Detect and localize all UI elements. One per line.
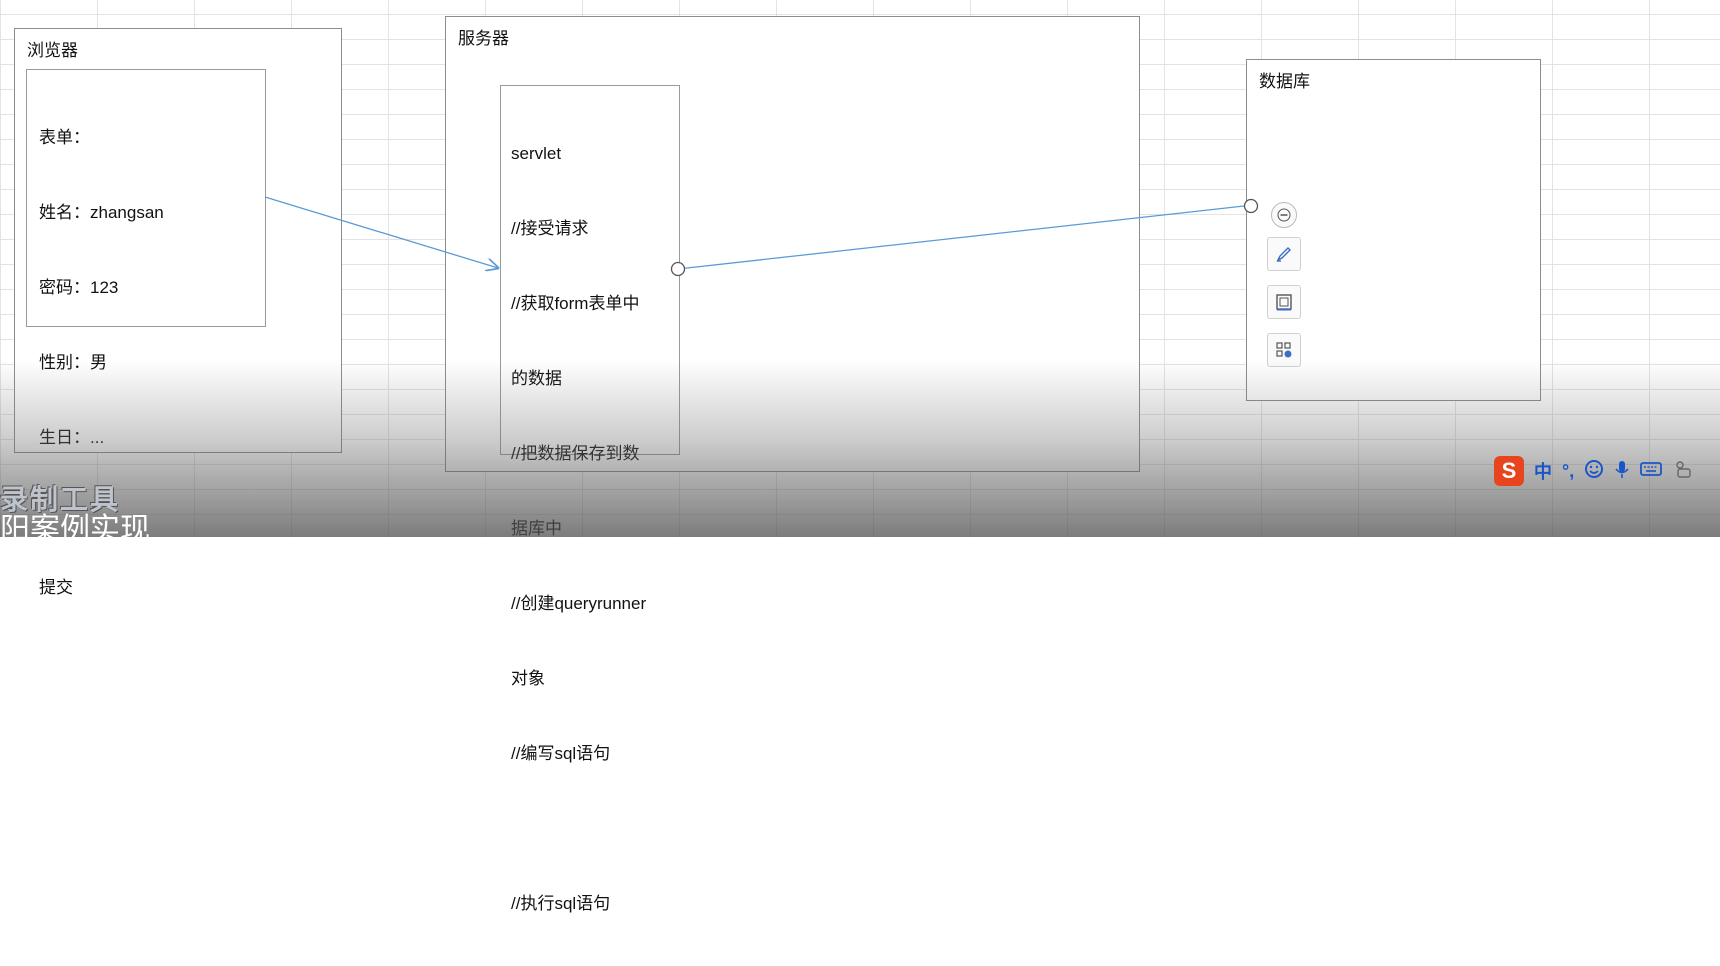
servlet-line: //获取form表单中 (511, 294, 640, 313)
browser-box[interactable]: 浏览器 表单： 姓名：zhangsan 密码：123 性别：男 生日：... 提… (14, 28, 342, 597)
ime-logo-text: S (1501, 458, 1517, 483)
ime-logo-icon[interactable]: S (1494, 456, 1524, 486)
browser-title: 浏览器 (27, 41, 78, 60)
emoji-icon[interactable] (1584, 459, 1604, 484)
servlet-text: servlet //接受请求 //获取form表单中 的数据 //把数据保存到数… (511, 91, 646, 966)
form-line: 密码：123 (39, 278, 119, 297)
form-submit-label: 提交 (39, 578, 73, 597)
servlet-box[interactable]: servlet //接受请求 //获取form表单中 的数据 //把数据保存到数… (500, 85, 680, 913)
server-title: 服务器 (458, 29, 509, 48)
servlet-line: //接受请求 (511, 219, 589, 238)
frame-icon[interactable] (1267, 285, 1301, 319)
servlet-line: servlet (511, 144, 562, 163)
servlet-line: 的数据 (511, 369, 562, 388)
form-line: 姓名：zhangsan (39, 203, 164, 222)
servlet-line: //执行sql语句 (511, 894, 611, 913)
servlet-line: //把数据保存到数 (511, 444, 640, 463)
skin-icon[interactable] (1672, 459, 1694, 484)
server-box[interactable]: 服务器 servlet //接受请求 //获取form表单中 的数据 //把数据… (445, 16, 1140, 913)
ime-mode[interactable]: 中 (1534, 462, 1552, 482)
servlet-line (511, 816, 646, 841)
ime-punctuation[interactable]: °, (1562, 460, 1575, 481)
form-text: 表单： 姓名：zhangsan 密码：123 性别：男 生日：... 提交 (39, 75, 164, 650)
keyboard-icon[interactable] (1640, 460, 1663, 483)
brush-icon[interactable] (1267, 237, 1301, 271)
ime-toolbar[interactable]: S 中 °, (1494, 456, 1720, 486)
servlet-line: 对象 (511, 669, 545, 688)
form-line: 表单： (39, 128, 90, 147)
recorder-watermark: 录制工具 (0, 484, 121, 515)
form-line: 性别：男 (39, 353, 107, 372)
minus-circle-icon[interactable] (1271, 202, 1297, 228)
layout-icon[interactable] (1267, 333, 1301, 367)
servlet-line: 据库中 (511, 519, 562, 538)
servlet-line: //编写sql语句 (511, 744, 611, 763)
form-box[interactable]: 表单： 姓名：zhangsan 密码：123 性别：男 生日：... 提交 (26, 69, 266, 597)
video-subtitle: 阳案例实现 (0, 513, 150, 546)
form-line: 生日：... (39, 428, 105, 447)
servlet-line: //创建queryrunner (511, 594, 647, 613)
mic-icon[interactable] (1614, 459, 1630, 484)
database-title: 数据库 (1259, 72, 1310, 91)
